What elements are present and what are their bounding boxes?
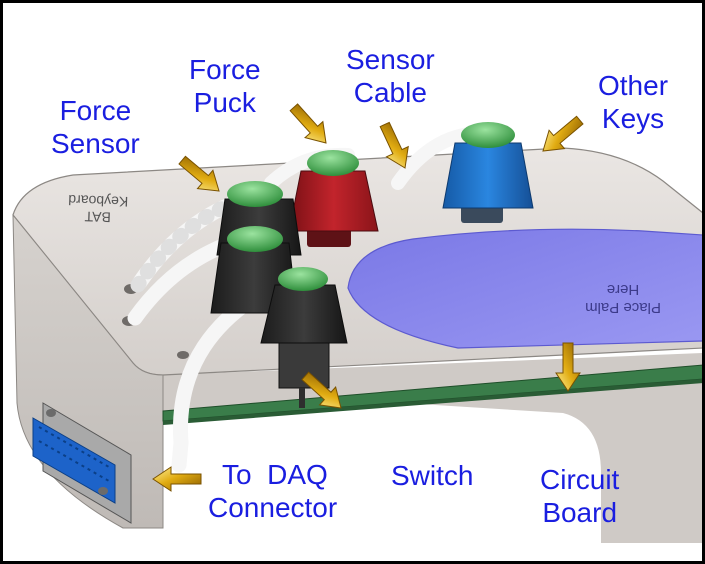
label-daq-connector: To DAQ Connector [208, 458, 337, 524]
label-circuit-board-line1: Circuit [540, 464, 620, 495]
sensor-dome [461, 122, 515, 148]
arrow-switch [301, 371, 342, 409]
palm-rest-pad [347, 228, 702, 349]
palm-text-line1: Place Palm [585, 299, 661, 316]
blue-key [442, 122, 534, 223]
sensor-dome [278, 267, 328, 291]
sensor-dome [227, 181, 283, 207]
label-force-sensor-line2: Sensor [51, 128, 140, 159]
label-force-puck-line1: Force [189, 54, 261, 85]
label-force-sensor-line1: Force [59, 95, 132, 126]
red-key [288, 150, 379, 247]
label-other-keys-line1: Other [598, 70, 669, 101]
keyboard-illustration: BAT Keyboard Place Palm Here [12, 103, 702, 543]
label-daq-connector-line1: To DAQ [222, 459, 328, 490]
pointer-arrows [152, 103, 584, 492]
keyboard-name-engraving: BAT Keyboard [68, 192, 128, 226]
label-daq-connector-line2: Connector [208, 492, 338, 523]
arrow-sensor-cable [379, 121, 409, 169]
arrow-daq-connector [152, 466, 202, 492]
label-other-keys: Other Keys [598, 69, 668, 135]
arrow-force-sensor [178, 155, 220, 192]
palm-area-text: Place Palm Here [585, 281, 661, 316]
keyboard-name-line1: BAT [84, 209, 111, 226]
label-sensor-cable-line2: Cable [353, 77, 427, 108]
label-force-puck: Force Puck [189, 53, 261, 119]
daq-connector [32, 402, 132, 524]
arrow-circuit-board [555, 342, 581, 392]
force-puck-dome [307, 150, 359, 176]
label-circuit-board: Circuit Board [540, 463, 619, 529]
mounting-hole [177, 351, 189, 359]
label-sensor-cable-line1: Sensor [346, 44, 435, 75]
label-other-keys-line2: Keys [601, 103, 665, 134]
label-circuit-board-line2: Board [542, 497, 618, 528]
palm-text-line2: Here [607, 281, 640, 298]
label-force-puck-line2: Puck [193, 87, 256, 118]
arrow-other-keys [542, 115, 584, 152]
arrow-force-puck [289, 103, 327, 144]
keyboard-name-line2: Keyboard [68, 192, 128, 210]
switch-key [260, 267, 348, 408]
label-sensor-cable: Sensor Cable [346, 43, 435, 109]
label-switch: Switch [391, 460, 474, 491]
sensor-dome [227, 226, 283, 252]
label-force-sensor: Force Sensor [51, 94, 140, 160]
